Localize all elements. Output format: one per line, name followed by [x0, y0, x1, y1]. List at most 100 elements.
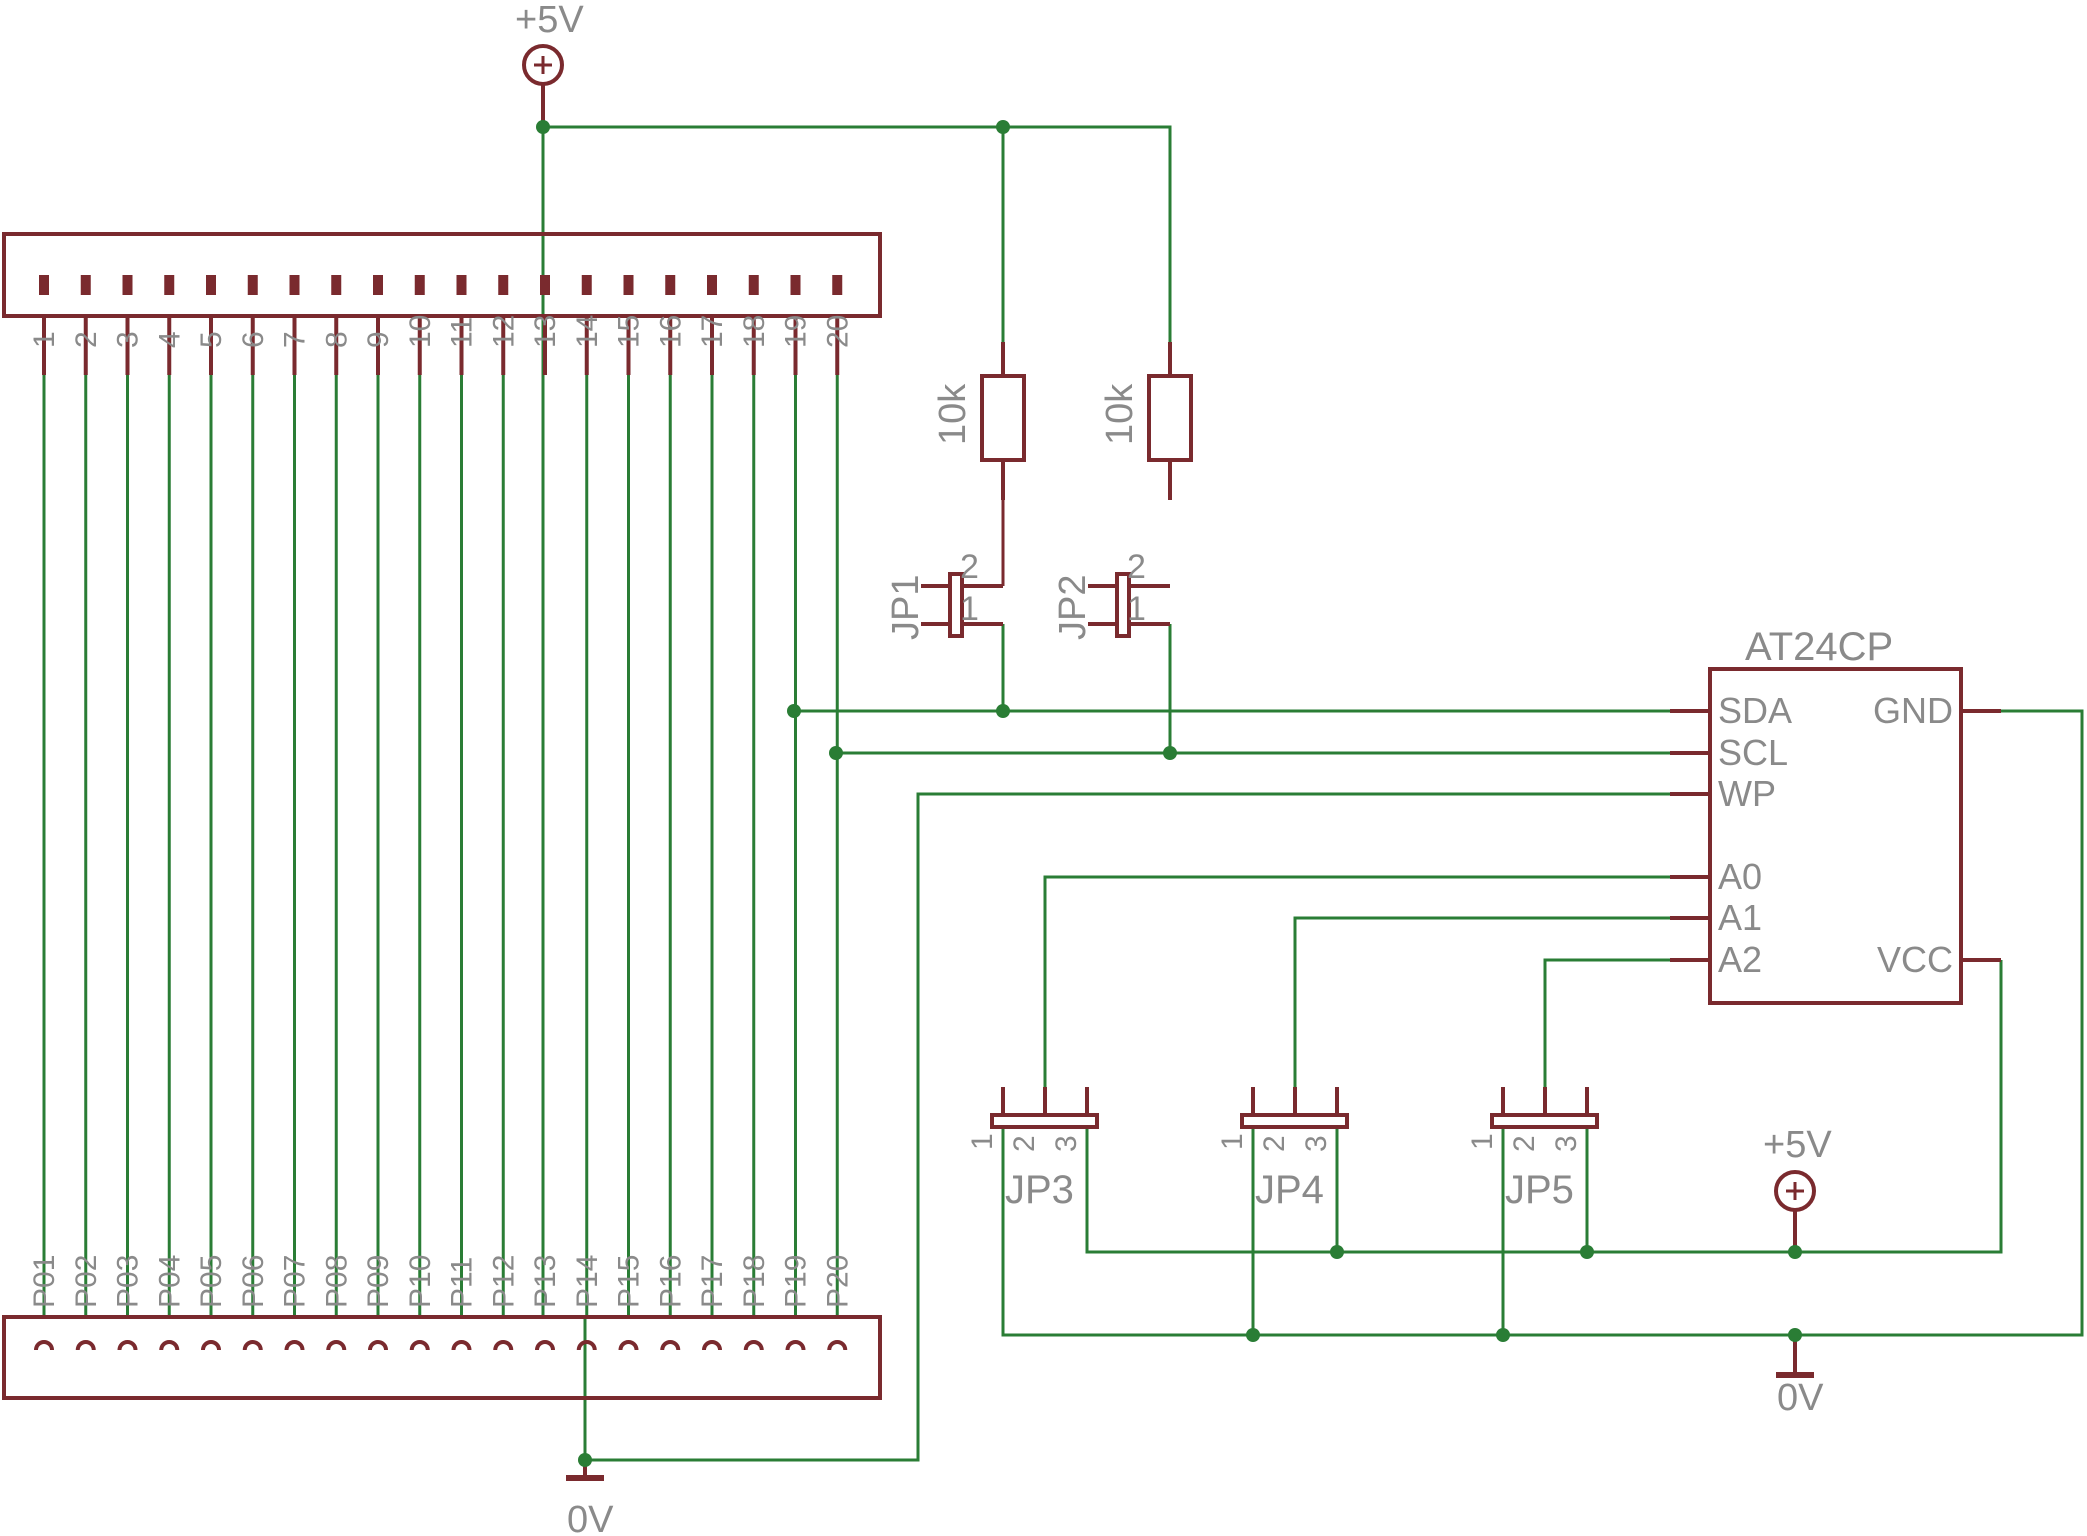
header-bottom-pin-label: P10	[404, 1255, 437, 1308]
header-bottom-socket	[827, 1340, 848, 1351]
wire	[1293, 916, 1670, 1087]
jumper-jp2-pin1: 1	[1127, 590, 1146, 628]
header-top-pin-label: 2	[70, 331, 103, 348]
ic-pin-a2: A2	[1718, 939, 1762, 980]
ic-pin-sda: SDA	[1718, 690, 1792, 731]
header-bottom-pin-label: P19	[780, 1255, 813, 1308]
header-bottom-socket	[284, 1340, 305, 1351]
jumper-jp2-pin2: 2	[1127, 548, 1146, 586]
header-top-pin-label: 19	[780, 315, 813, 348]
header-bottom-socket	[34, 1340, 54, 1351]
wire	[1543, 958, 1670, 1087]
header-bottom-pin-label: P17	[696, 1255, 729, 1308]
jumper-jp3-name: JP3	[1005, 1168, 1074, 1212]
header-top-pin	[289, 275, 300, 295]
header-top-pin	[122, 275, 133, 295]
jumper-jp1-pin1: 1	[960, 590, 979, 628]
wire	[541, 84, 1172, 342]
ic-pin-a0: A0	[1718, 856, 1762, 897]
header-top-pin-label: 17	[696, 315, 729, 348]
resistor-r1	[980, 342, 1026, 500]
junction-dot	[1246, 1328, 1260, 1342]
header-bottom-socket	[201, 1340, 221, 1351]
header-top-pin	[707, 275, 717, 295]
header-top-pin-label: 14	[571, 315, 604, 348]
jumper-jp5-pin3: 3	[1550, 1135, 1583, 1152]
ic-pin-vcc: VCC	[1877, 939, 1953, 980]
jumper-jp4	[1240, 1087, 1349, 1129]
header-top-pin-label: 4	[153, 331, 186, 348]
header-bottom-pin-label: P09	[362, 1255, 395, 1308]
vcc-symbol-right	[1774, 1170, 1816, 1252]
header-bottom-pin-label: P20	[821, 1255, 854, 1308]
header-top-pin	[80, 275, 91, 295]
junction-dot	[829, 746, 843, 760]
jumper-jp2-name: JP2	[1052, 575, 1094, 640]
resistor-r1-value: 10k	[932, 383, 974, 445]
jumper-jp5-name: JP5	[1505, 1168, 1574, 1212]
header-top-pin	[164, 275, 175, 295]
header-bottom-pin-label: P14	[571, 1255, 604, 1308]
header-top-pin	[456, 275, 467, 295]
header-bottom-socket	[242, 1340, 263, 1351]
jumper-jp1-pin2: 2	[960, 548, 979, 586]
header-top-pin-label: 15	[613, 315, 646, 348]
jumper-jp3-pin2: 2	[1008, 1135, 1041, 1152]
header-top-pin-label: 10	[404, 315, 437, 348]
header-bottom-pin-label: P03	[112, 1255, 145, 1308]
header-top-body	[2, 232, 882, 318]
jumper-jp3	[990, 1087, 1099, 1129]
header-bottom-pin-label: P02	[70, 1255, 103, 1308]
header-bottom-pin-label: P07	[279, 1255, 312, 1308]
header-top-pin-label: 1	[28, 331, 61, 348]
jumper-jp5	[1490, 1087, 1599, 1129]
header-top-pin	[623, 275, 634, 295]
junction-dot	[578, 1453, 592, 1467]
header-top-pin-label: 20	[821, 315, 854, 348]
header-bottom-socket	[368, 1340, 388, 1351]
header-top-pin	[832, 275, 843, 295]
header-bottom-socket	[451, 1340, 472, 1351]
junction-dot	[1496, 1328, 1510, 1342]
ic-pin-a1: A1	[1718, 897, 1762, 938]
ic-name: AT24CP	[1745, 625, 1893, 669]
header-top-pin	[748, 275, 759, 295]
junction-dot	[1580, 1245, 1594, 1259]
header-bottom-socket	[576, 1340, 597, 1351]
ic-pin-wp: WP	[1718, 773, 1776, 814]
jumper-jp2	[1088, 572, 1170, 638]
jumper-jp4-name: JP4	[1255, 1168, 1324, 1212]
header-bottom-socket	[75, 1340, 96, 1351]
header-bottom-socket	[535, 1340, 555, 1351]
header-top-pin-label: 8	[320, 331, 353, 348]
header-top-pin	[665, 275, 676, 295]
ic-at24cp	[1670, 667, 2001, 1005]
junction-dot	[1163, 746, 1177, 760]
header-top-pin	[414, 275, 425, 295]
jumper-jp5-pin1: 1	[1466, 1133, 1499, 1150]
header-top-pin	[540, 275, 550, 295]
header-top-pin	[39, 275, 49, 295]
junction-dot	[787, 704, 801, 718]
header-top-pin-label: 3	[112, 331, 145, 348]
header-top-pin	[247, 275, 258, 295]
junction-dot	[1788, 1245, 1802, 1259]
header-bottom-socket	[660, 1340, 681, 1351]
junction-dot	[996, 120, 1010, 134]
wire	[1043, 875, 1670, 1087]
jumper-jp4-pin1: 1	[1216, 1133, 1249, 1150]
header-top-pin-label: 18	[738, 315, 771, 348]
header-bottom-body	[2, 1315, 882, 1400]
header-top-pin	[331, 275, 342, 295]
header-top-pin-label: 16	[654, 315, 687, 348]
header-top-pin	[790, 275, 801, 295]
junction-dot	[1330, 1245, 1344, 1259]
gnd-right-label: 0V	[1777, 1377, 1824, 1419]
vcc-top-label: +5V	[515, 0, 584, 41]
header-bottom-socket	[493, 1340, 514, 1351]
vcc-symbol-top	[522, 44, 564, 126]
header-top-pin-label: 5	[195, 331, 228, 348]
junction-dot	[1788, 1328, 1802, 1342]
